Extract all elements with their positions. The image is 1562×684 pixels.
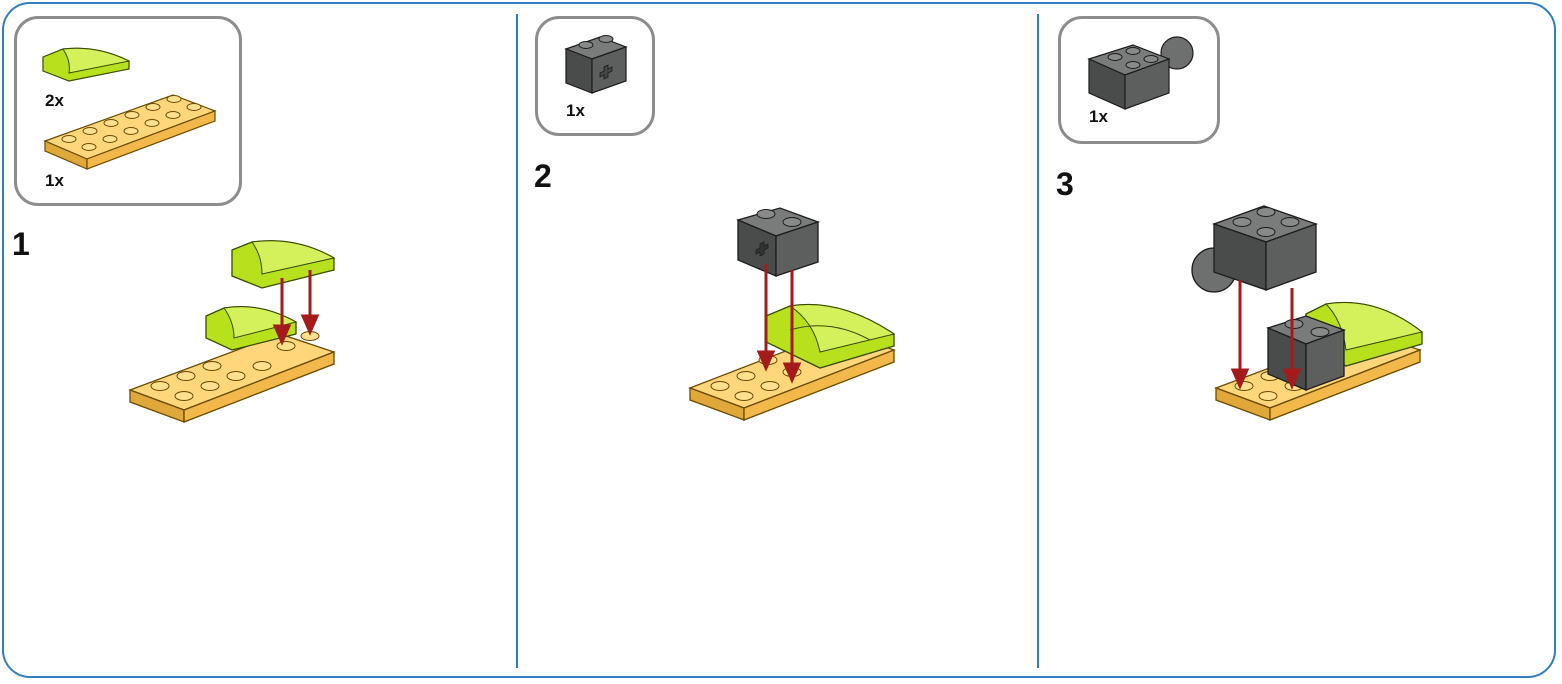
parts-callout-step-3: 1x: [1058, 16, 1220, 144]
part-quantity: 2x: [45, 91, 64, 110]
yellow-plate-icon: [43, 94, 217, 170]
step-divider: [1037, 14, 1039, 668]
step-3-illustration: [1191, 205, 1424, 421]
step-number: 3: [1056, 166, 1074, 202]
part-quantity: 1x: [566, 101, 585, 120]
parts-illustration: [42, 47, 217, 170]
step-2-illustration: [688, 207, 896, 421]
parts-illustration: [1087, 36, 1194, 110]
parts-illustration: [564, 35, 628, 94]
lime-slope-icon: [42, 47, 131, 82]
step-number: 1: [12, 226, 30, 262]
step-number: 2: [534, 158, 552, 194]
gray-ball-joint-brick-icon: [1087, 36, 1194, 110]
step-divider: [516, 14, 518, 668]
part-quantity: 1x: [1089, 107, 1108, 126]
parts-callout-step-2: 1x: [535, 16, 655, 136]
part-quantity: 1x: [45, 171, 64, 190]
step-1-illustration: [128, 240, 336, 423]
parts-callout-step-1: 2x 1x: [14, 16, 242, 206]
gray-technic-brick-icon: [564, 35, 628, 94]
